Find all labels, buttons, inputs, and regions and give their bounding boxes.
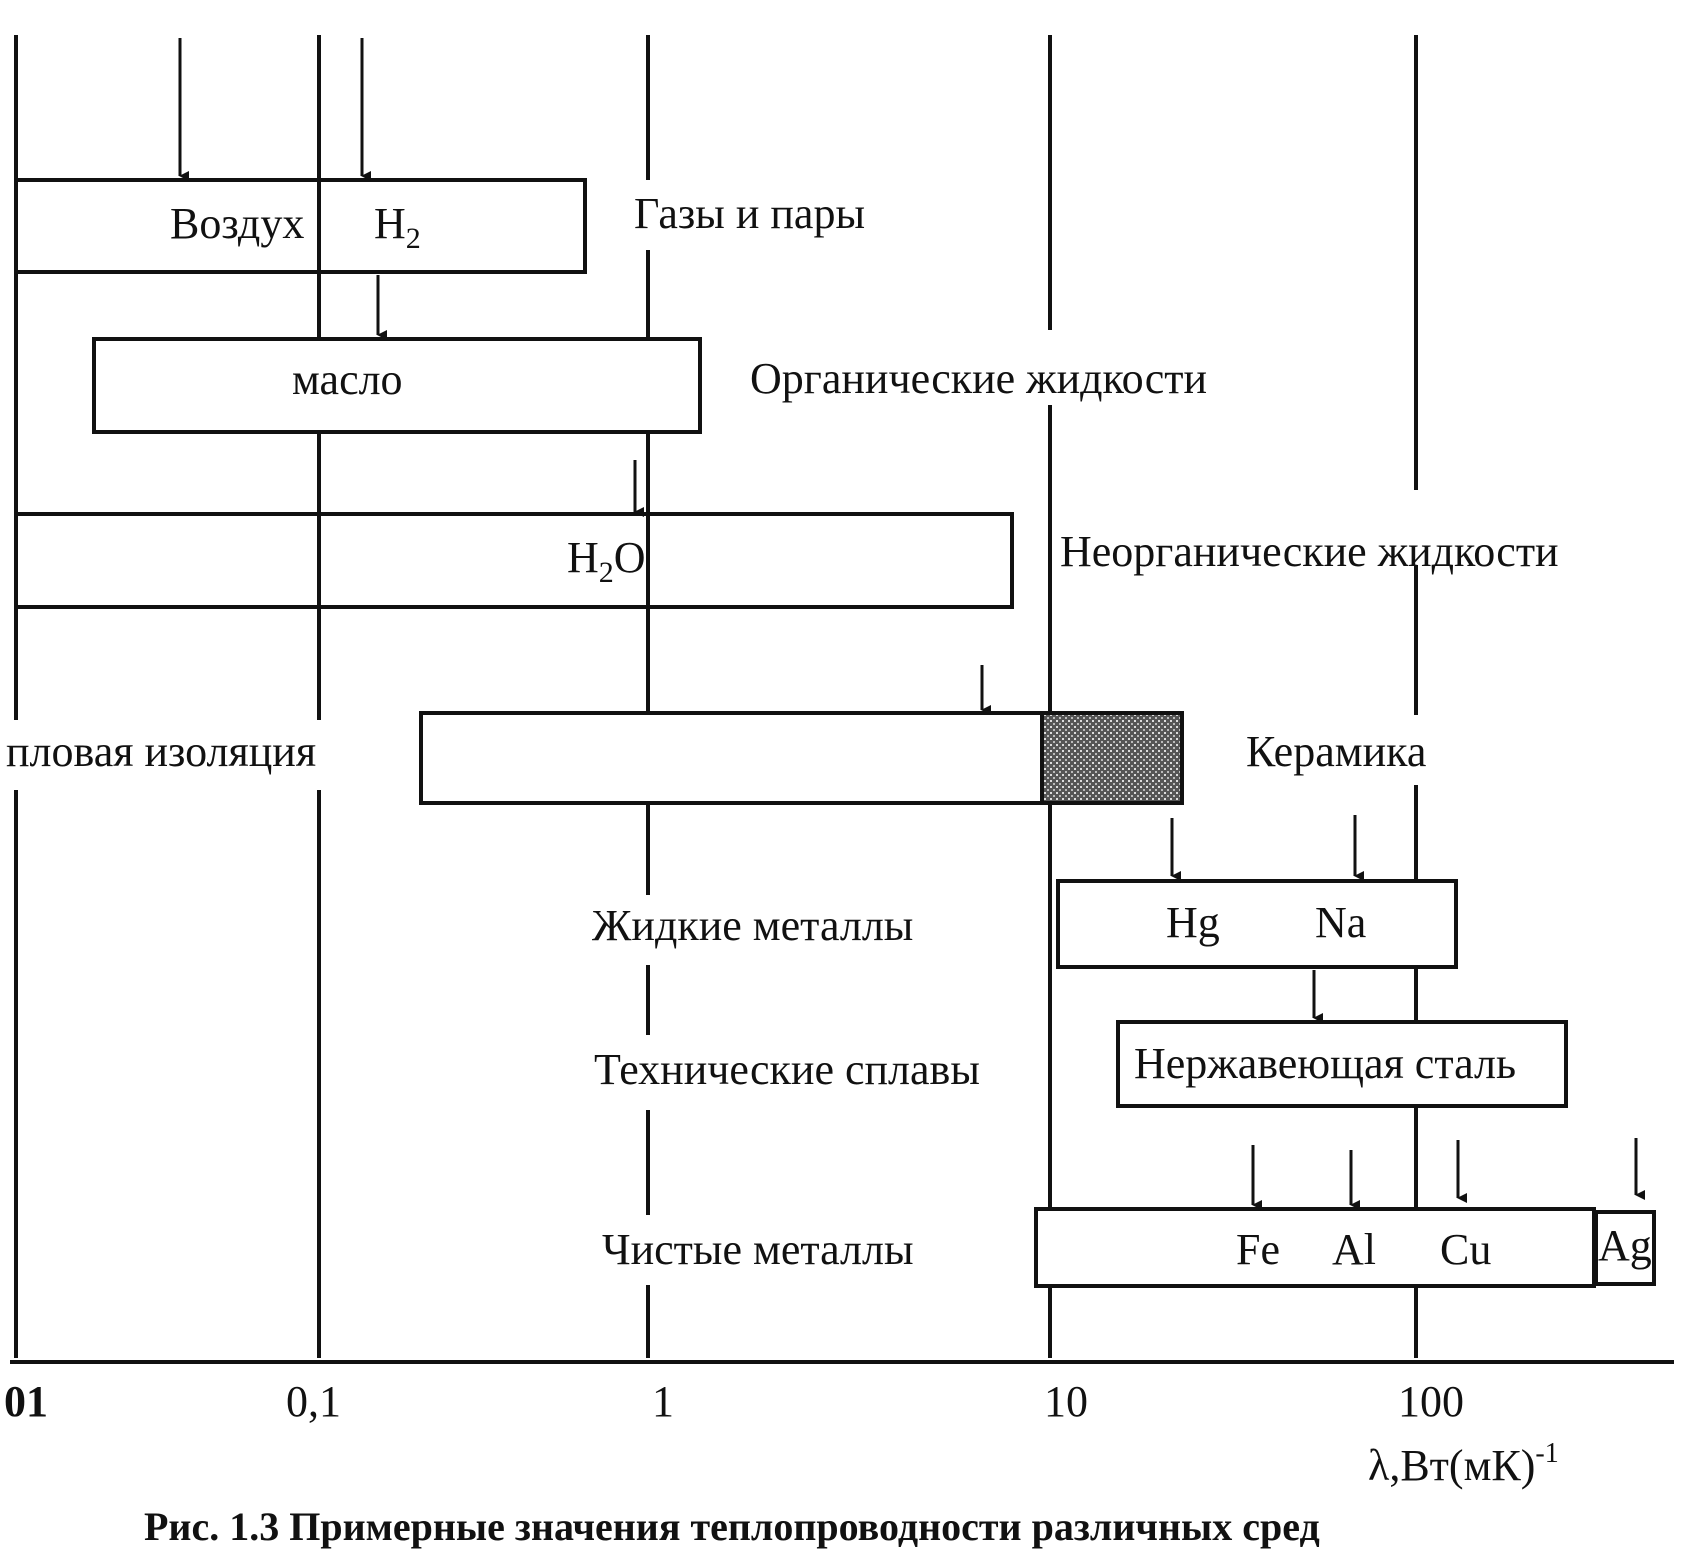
gap-ceramics-label xyxy=(1240,715,1470,785)
gases-category: Газы и пары xyxy=(634,189,865,238)
organic-box xyxy=(92,337,702,434)
tick-label-1: 1 xyxy=(652,1377,674,1426)
gap-organic-label xyxy=(745,330,1265,405)
hg-label: Hg xyxy=(1166,898,1220,947)
label-gaps xyxy=(0,180,1635,1285)
ceramics-box xyxy=(419,711,1044,805)
tick-label-0.01: 01 xyxy=(4,1377,48,1426)
tick-label-100: 100 xyxy=(1398,1377,1464,1426)
alloys-category: Технические сплавы xyxy=(594,1045,980,1094)
pure-metals-box xyxy=(1034,1207,1596,1288)
axis-unit-label: λ,Вт(мК)-1 xyxy=(1368,1438,1559,1490)
liquid-metals-category: Жидкие металлы xyxy=(592,901,913,950)
inorganic-category: Неорганические жидкости xyxy=(1060,527,1559,576)
liquid-metals-box xyxy=(1056,879,1458,969)
na-label: Na xyxy=(1315,898,1366,947)
fe-label: Fe xyxy=(1236,1225,1280,1274)
range-boxes xyxy=(92,337,1656,1288)
gap-liquid-metals-label xyxy=(585,895,965,965)
tick-label-0.1: 0,1 xyxy=(286,1377,341,1426)
pure-metals-category: Чистые металлы xyxy=(602,1225,914,1274)
silver-box xyxy=(1594,1210,1656,1286)
ceramics-hatched-box xyxy=(1040,711,1184,805)
inorganic-bracket xyxy=(16,512,1014,609)
organic-category: Органические жидкости xyxy=(750,354,1207,403)
category-labels: Газы и пары Органические жидкости Неорга… xyxy=(6,189,1559,1274)
gridlines xyxy=(14,35,1418,1358)
gap-gases-label xyxy=(630,180,900,250)
gap-alloys-label xyxy=(590,1035,1040,1110)
water-label: H2O xyxy=(567,533,646,589)
oil-label: масло xyxy=(292,355,403,404)
row-brackets xyxy=(16,178,1014,609)
insulation-category: пловая изоляция xyxy=(6,727,316,776)
figure-caption: Рис. 1.3 Примерные значения теплопроводн… xyxy=(144,1504,1320,1549)
cu-label: Cu xyxy=(1440,1225,1491,1274)
gap-insulation-label xyxy=(0,720,380,790)
gap-pure-metals-label xyxy=(598,1215,956,1285)
alloys-box xyxy=(1116,1020,1568,1108)
arrows xyxy=(178,38,1645,1210)
gases-bracket xyxy=(16,178,587,274)
steel-label: Нержавеющая сталь xyxy=(1134,1039,1516,1088)
tick-labels: 01 0,1 1 10 100 xyxy=(4,1377,1464,1426)
ag-label: Ag xyxy=(1598,1221,1652,1270)
tick-label-10: 10 xyxy=(1044,1377,1088,1426)
al-label: Al xyxy=(1332,1225,1376,1274)
gap-inorganic-label xyxy=(1055,490,1635,565)
ceramics-category: Керамика xyxy=(1246,727,1426,776)
air-label: Воздух xyxy=(170,199,304,248)
h2-label: H2 xyxy=(374,199,421,255)
item-labels: Воздух H2 масло H2O Hg Na Нержавеющая ст… xyxy=(170,199,1652,1274)
